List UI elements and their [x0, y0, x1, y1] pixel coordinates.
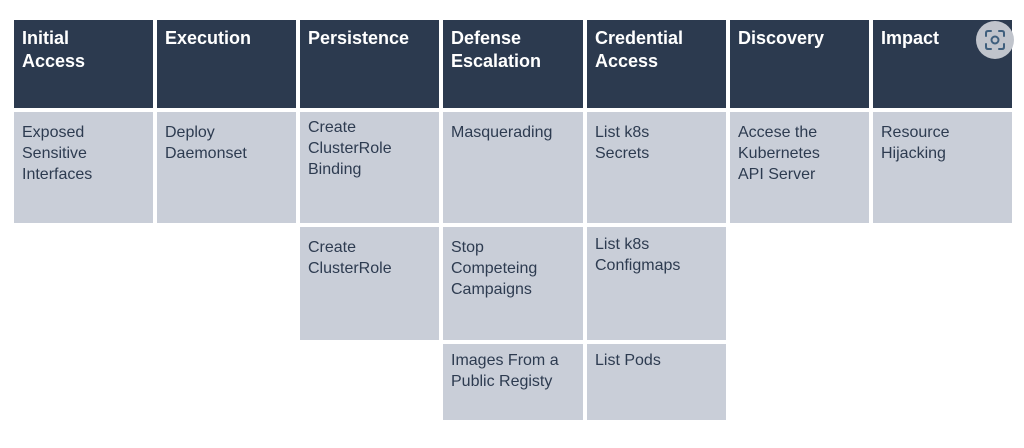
technique-cell: Deploy Daemonset — [157, 112, 296, 223]
column-header-discovery: Discovery — [730, 20, 869, 108]
column-header-execution: Execution — [157, 20, 296, 108]
technique-cell: List k8s Secrets — [587, 112, 726, 223]
technique-cell: Stop Competeing Campaigns — [443, 227, 583, 340]
technique-cell: Masquerading — [443, 112, 583, 223]
technique-cell: List Pods — [587, 344, 726, 420]
column-header-initial-access: Initial Access — [14, 20, 153, 108]
technique-cell: List k8s Configmaps — [587, 227, 726, 340]
technique-cell: Images From a Public Registy — [443, 344, 583, 420]
visual-search-button[interactable] — [976, 21, 1014, 59]
technique-cell: Create ClusterRole Binding — [300, 112, 439, 223]
column-header-defense-escalation: Defense Escalation — [443, 20, 583, 108]
technique-cell: Accese the Kubernetes API Server — [730, 112, 869, 223]
technique-cell: Resource Hijacking — [873, 112, 1012, 223]
column-header-persistence: Persistence — [300, 20, 439, 108]
column-header-credential-access: Credential Access — [587, 20, 726, 108]
technique-cell: Create ClusterRole — [300, 227, 439, 340]
technique-cell: Exposed Sensitive Interfaces — [14, 112, 153, 223]
visual-search-icon — [985, 30, 1005, 50]
